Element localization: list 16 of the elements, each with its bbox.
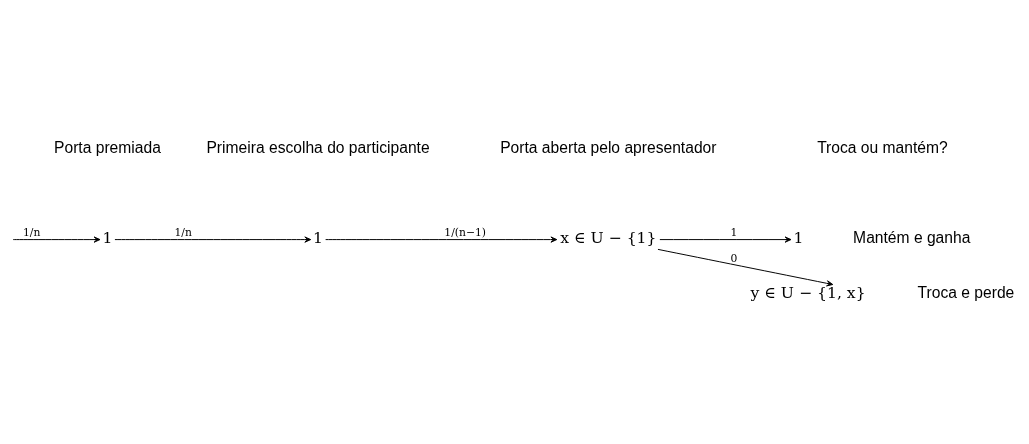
node-text: y ∈ U − {1, x}	[750, 283, 866, 303]
edge-label: 1/n	[23, 226, 41, 240]
node-text: 1	[793, 228, 804, 248]
label: Porta premiada	[54, 139, 161, 157]
edge-label: 1	[730, 226, 738, 240]
edge-label: 1/n	[174, 226, 192, 240]
node-label: Mantém e ganha	[853, 229, 971, 247]
edge-label: 0	[730, 251, 738, 265]
label: Primeira escolha do participante	[206, 139, 430, 157]
node-label: Troca e perde	[917, 284, 1015, 302]
label: Porta aberta pelo apresentador	[500, 139, 717, 157]
node-text: 1	[102, 228, 113, 248]
edge-label: 1/(n−1)	[444, 226, 486, 240]
node-text: x ∈ U − {1}	[560, 228, 657, 248]
node-text: 1	[313, 228, 324, 248]
label: Troca ou mantém?	[817, 139, 948, 157]
